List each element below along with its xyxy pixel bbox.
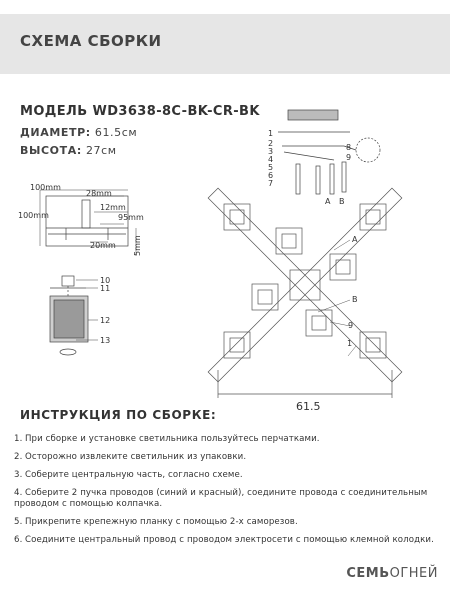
bracket-dim-7: 5mm: [133, 235, 142, 256]
bracket-dim-6: 20mm: [90, 241, 116, 250]
diameter-label: ДИАМЕТР:: [20, 126, 91, 139]
plan-label-b: B: [352, 295, 358, 304]
part-label-11: 11: [100, 284, 110, 293]
bracket-dim-3: 12mm: [100, 203, 126, 212]
diameter-spec: ДИАМЕТР: 61.5см: [20, 126, 137, 139]
height-label: ВЫСОТА:: [20, 144, 82, 157]
instructions-list: 1.При сборке и установке светильника пол…: [14, 434, 442, 553]
overall-diameter-label: 61.5: [296, 400, 321, 413]
instruction-step: 2.Осторожно извлеките светильник из упак…: [14, 452, 247, 462]
lamp-head: [251, 283, 279, 311]
page-title: СХЕМА СБОРКИ: [20, 32, 162, 50]
part-label-a: A: [325, 197, 331, 206]
brand-light: ОГНЕЙ: [389, 566, 438, 581]
fixture-plan-view: [207, 187, 403, 383]
instruction-step: 1.При сборке и установке светильника пол…: [14, 434, 320, 444]
lamp-head: [275, 227, 303, 255]
height-value: 27см: [85, 144, 117, 157]
part-label-6: 6: [268, 171, 273, 180]
lamp-head: [329, 253, 357, 281]
bracket-dim-5: 100mm: [18, 211, 49, 220]
instruction-step: 5.Прикрепите крепежную планку с помощью …: [14, 517, 298, 527]
plan-label-a: A: [352, 235, 358, 244]
instruction-step: 3.Соберите центральную часть, согласно с…: [14, 470, 243, 480]
part-label-b: B: [339, 197, 345, 206]
bracket-dim-4: 95mm: [118, 213, 144, 222]
model-name: МОДЕЛЬ WD3638-8C-BK-CR-BK: [20, 104, 260, 119]
part-label-13: 13: [100, 336, 110, 345]
bracket-dim-2: 28mm: [86, 189, 112, 198]
part-label-7: 7: [268, 179, 273, 188]
instruction-step: 6.Соедините центральный провод с проводо…: [14, 535, 434, 545]
plan-label-9: 9: [348, 321, 353, 330]
lamp-head: [359, 331, 387, 359]
lamp-head: [223, 203, 251, 231]
part-label-5: 5: [268, 163, 273, 172]
overall-dimension-line: [217, 370, 393, 398]
part-label-8: 8: [346, 143, 351, 152]
brand-bold: СЕМЬ: [346, 566, 390, 581]
bracket-dim-1: 100mm: [30, 183, 61, 192]
part-label-2: 2: [268, 139, 273, 148]
part-label-10: 10: [100, 276, 110, 285]
part-label-3: 3: [268, 147, 273, 156]
lamp-head: [305, 309, 333, 337]
brand-logo: СЕМЬОГНЕЙ: [346, 566, 438, 581]
plan-label-1: 1: [347, 339, 352, 348]
height-spec: ВЫСОТА: 27см: [20, 144, 117, 157]
lamp-head: [223, 331, 251, 359]
header-band: [0, 14, 450, 74]
instruction-step: 4.Соберите 2 пучка проводов (синий и кра…: [14, 488, 428, 509]
top-strip: [0, 0, 450, 14]
part-label-4: 4: [268, 155, 273, 164]
instructions-title: ИНСТРУКЦИЯ ПО СБОРКЕ:: [20, 408, 217, 422]
mounting-bracket-diagram: [39, 189, 137, 256]
part-label-12: 12: [100, 316, 110, 325]
lamp-head: [359, 203, 387, 231]
canopy-parts-diagram: [49, 275, 98, 356]
part-label-1: 1: [268, 129, 273, 138]
fixture-exploded-diagram: [278, 109, 381, 195]
diameter-value: 61.5см: [94, 126, 138, 139]
part-label-9: 9: [346, 153, 351, 162]
